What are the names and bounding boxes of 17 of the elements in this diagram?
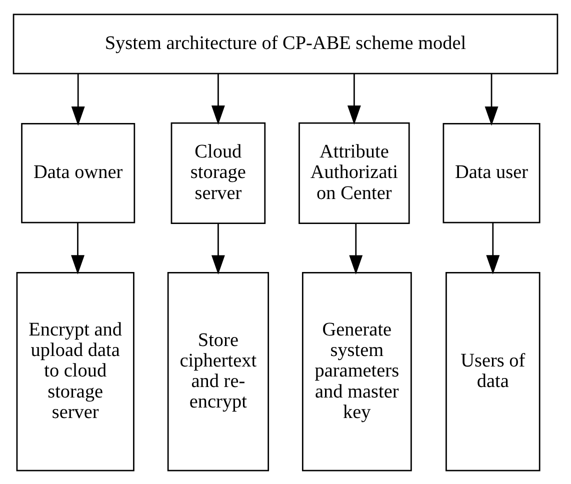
node-box: Cloud storage server [170, 122, 266, 224]
arrow [71, 222, 84, 274]
node-box: Users of data [446, 272, 540, 471]
node-box: Encrypt and upload data to cloud storage server [16, 272, 134, 471]
arrow [349, 223, 363, 274]
node-box: Store ciphertext and re- encrypt [167, 272, 270, 471]
node-box: Generate system parameters and master key [302, 272, 412, 471]
node-box: Data user [442, 122, 540, 223]
node-box: System architecture of CP-ABE scheme model [12, 13, 558, 74]
arrow [347, 73, 361, 124]
arrow [486, 222, 500, 274]
node-box: Attribute Authorizati on Center [298, 122, 410, 224]
node-box: Data owner [21, 122, 136, 223]
arrow [71, 73, 85, 126]
arrow [211, 73, 225, 124]
arrow [211, 223, 225, 274]
arrow [484, 73, 498, 126]
